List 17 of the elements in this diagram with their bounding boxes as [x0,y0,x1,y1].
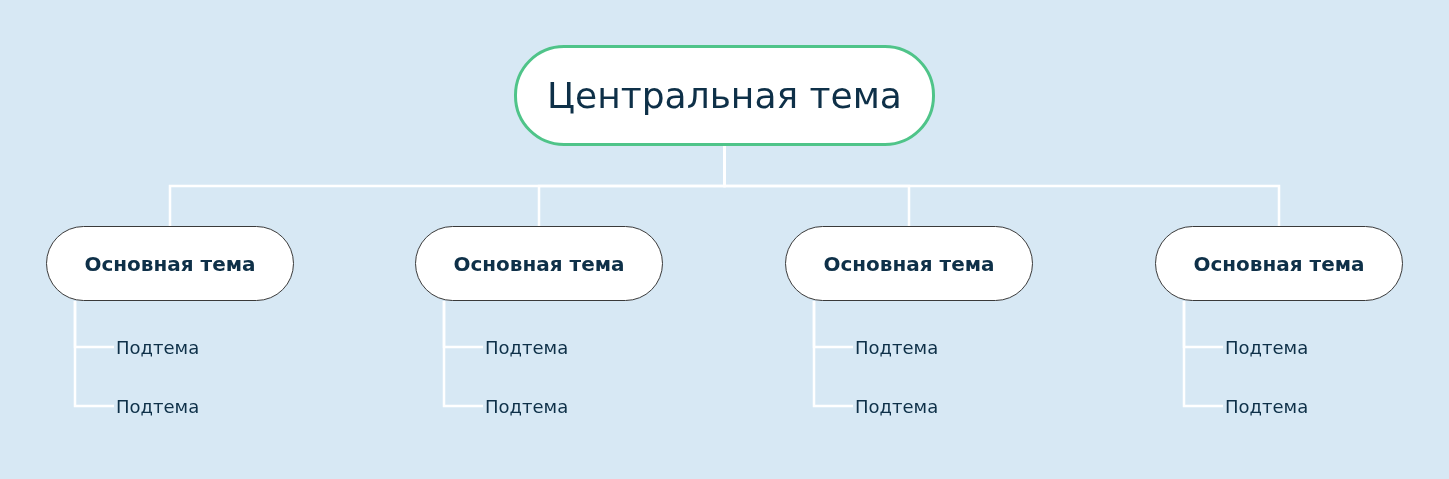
subtopic-text: Подтема [116,395,200,417]
subtopic-text: Подтема [485,395,569,417]
main-topic-text: Основная тема [84,251,256,276]
main-topic-text: Основная тема [1193,251,1365,276]
subtopic-text: Подтема [855,395,939,417]
subtopic-text: Подтема [855,336,939,358]
connector-line [1182,301,1223,408]
main-topic-text: Основная тема [453,251,625,276]
subtopic-text: Подтема [116,336,200,358]
subtopic-text: Подтема [485,336,569,358]
connector-line [73,301,114,408]
connector-line [812,301,853,408]
central-topic-text: Центральная тема [547,75,902,116]
subtopic-text: Подтема [1225,336,1309,358]
subtopic-text: Подтема [1225,395,1309,417]
connector-line [442,301,483,408]
main-topic-text: Основная тема [823,251,995,276]
